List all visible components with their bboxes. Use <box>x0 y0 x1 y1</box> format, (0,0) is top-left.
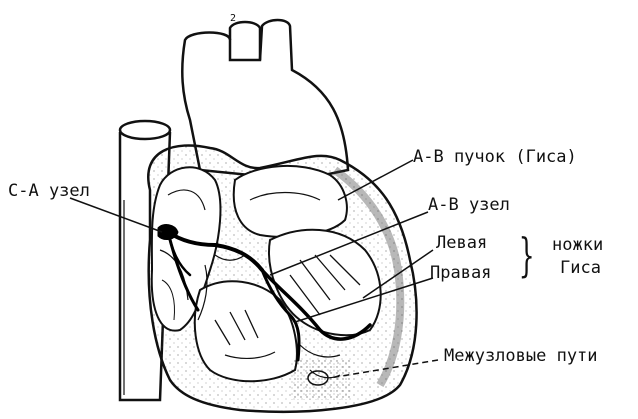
leader-sa-node <box>70 198 162 232</box>
aorta-number-label: 2 <box>230 14 236 24</box>
av-node-label: А-В узел <box>428 197 510 214</box>
left-atrium <box>234 166 347 237</box>
bundle-branches-label-1: ножки <box>552 237 603 254</box>
bundle-brace: } <box>519 232 535 278</box>
left-bundle-label: Левая <box>436 235 487 252</box>
bundle-branches-label-2: Гиса <box>560 260 601 277</box>
sa-node-label: С-А узел <box>8 183 90 200</box>
right-bundle-label: Правая <box>430 265 491 282</box>
av-bundle-label: А-В пучок (Гиса) <box>413 149 577 166</box>
internodal-paths-label: Межузловые пути <box>444 348 598 365</box>
septum-stipple <box>290 360 350 400</box>
